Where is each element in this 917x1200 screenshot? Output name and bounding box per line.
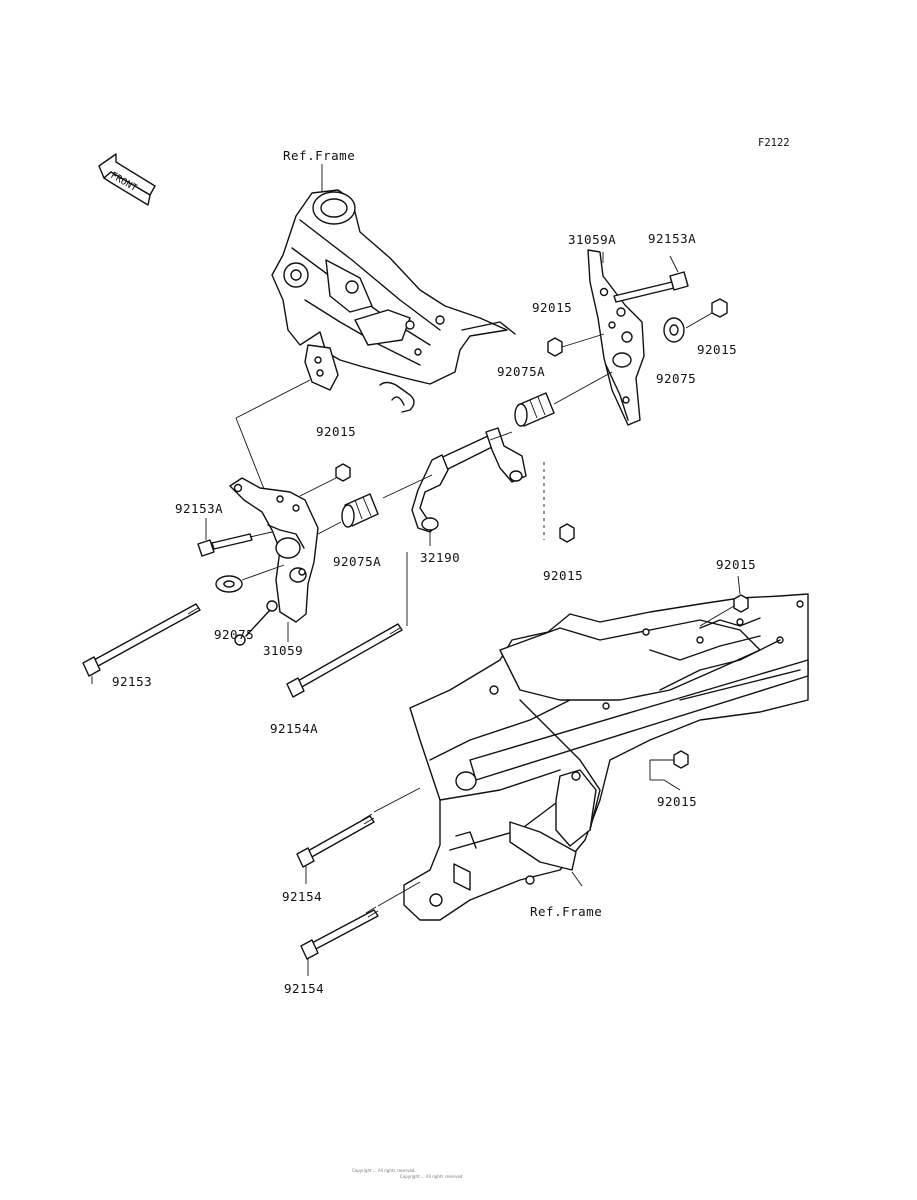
part-92015-center-label[interactable]: 92015 (543, 568, 583, 583)
part-92154-upper-label[interactable]: 92154 (282, 889, 322, 904)
nut-92015-frame-right (649, 750, 689, 791)
part-92015-frame-right-label[interactable]: 92015 (657, 794, 697, 809)
nut-92015-frame-top (699, 575, 749, 627)
footer-copyright-2: Copyright ... All rights reserved. (400, 1174, 464, 1179)
ref-frame-bottom-label: Ref.Frame (530, 904, 602, 919)
left-engine-bracket (82, 463, 379, 684)
part-31059A-label[interactable]: 31059A (568, 232, 616, 247)
part-92015-right-label[interactable]: 92015 (697, 342, 737, 357)
part-92075A-left-label[interactable]: 92075A (333, 554, 381, 569)
part-92154A-label[interactable]: 92154A (270, 721, 318, 736)
bolt-92154-lower (300, 881, 421, 976)
engine-mount-pipe (382, 427, 545, 626)
lower-frame-drawing (403, 593, 809, 921)
bolt-92154A (286, 623, 403, 698)
nut-92015-center (559, 523, 575, 543)
upper-frame-drawing (271, 164, 516, 413)
part-92075-left-label[interactable]: 92075 (214, 627, 254, 642)
right-engine-bracket (514, 249, 728, 427)
part-92153-label[interactable]: 92153 (112, 674, 152, 689)
part-92015-frame-top-label[interactable]: 92015 (716, 557, 756, 572)
front-arrow-icon: FRONT (98, 153, 156, 206)
part-92015-mid-label[interactable]: 92015 (316, 424, 356, 439)
part-92075A-right-label[interactable]: 92075A (497, 364, 545, 379)
diagram-code: F2122 (758, 137, 790, 149)
part-92154-lower-label[interactable]: 92154 (284, 981, 324, 996)
part-32190-label[interactable]: 32190 (420, 550, 460, 565)
bolt-92154-upper (296, 787, 421, 884)
part-31059-label[interactable]: 31059 (263, 643, 303, 658)
part-92015-upper-label[interactable]: 92015 (532, 300, 572, 315)
part-92153A-left-label[interactable]: 92153A (175, 501, 223, 516)
ref-frame-top-label: Ref.Frame (283, 148, 355, 163)
part-92075-label[interactable]: 92075 (656, 371, 696, 386)
footer-copyright-1: Copyright ... All rights reserved. (352, 1168, 416, 1173)
part-92153A-top-label[interactable]: 92153A (648, 231, 696, 246)
